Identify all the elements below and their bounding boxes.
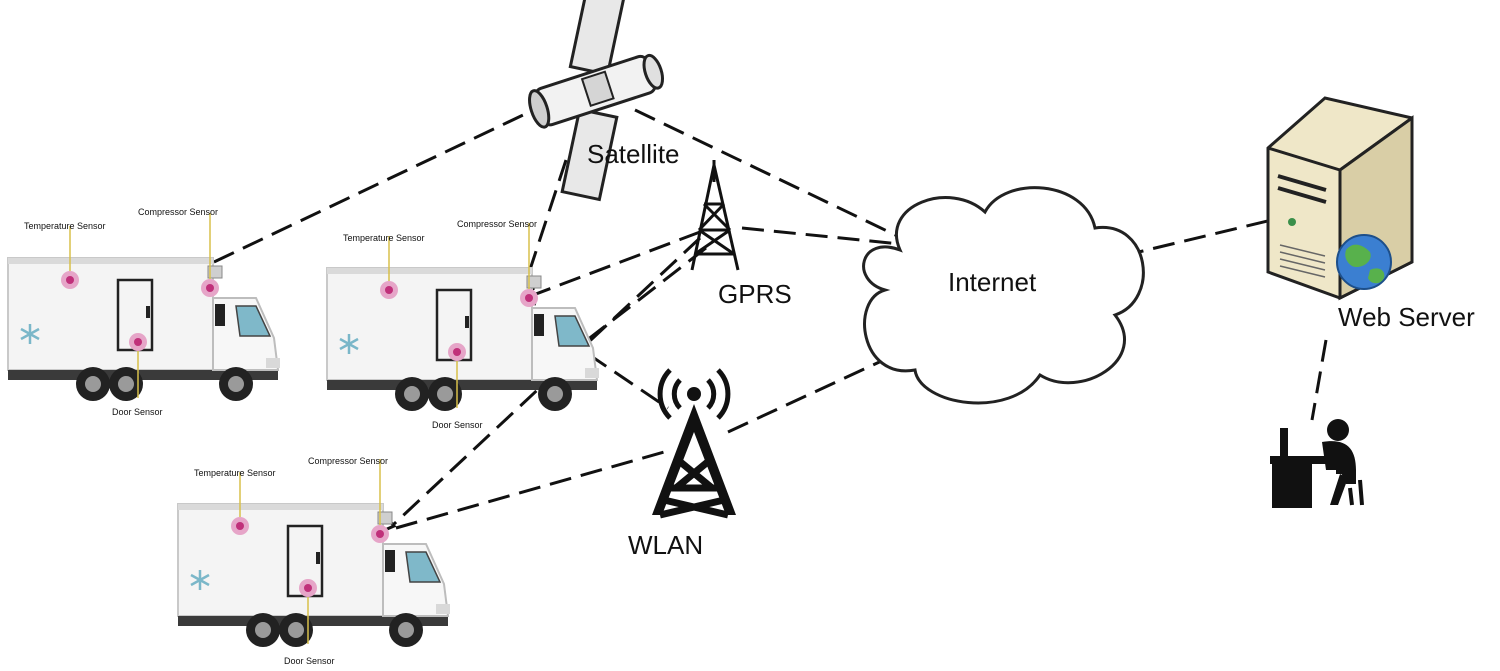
- door-sensor-label: Door Sensor: [284, 656, 335, 666]
- cell-tower-icon: [690, 160, 740, 271]
- compressor-sensor-label: Compressor Sensor: [138, 207, 218, 217]
- gprs-label: GPRS: [718, 279, 792, 309]
- satellite-label: Satellite: [587, 139, 680, 169]
- truck-1: Temperature Sensor Compressor Sensor Doo…: [6, 207, 282, 417]
- temperature-sensor-label: Temperature Sensor: [24, 221, 106, 231]
- link-satellite-truck2: [518, 159, 568, 301]
- temperature-sensor-label: Temperature Sensor: [343, 233, 425, 243]
- radio-tower-icon: [652, 368, 736, 519]
- link-satellite-internet: [634, 108, 911, 244]
- link-wlan-internet: [727, 356, 889, 434]
- link-gprs-internet: [741, 226, 921, 248]
- internet-label: Internet: [948, 267, 1037, 297]
- web-server-label: Web Server: [1338, 302, 1475, 332]
- cloud-icon: [862, 186, 1145, 405]
- temperature-sensor-label: Temperature Sensor: [194, 468, 276, 478]
- wlan-label: WLAN: [628, 530, 703, 560]
- link-truck1-satellite: [213, 104, 543, 264]
- truck-2: Temperature Sensor Compressor Sensor Doo…: [325, 219, 601, 430]
- link-wlan-truck2: [587, 352, 669, 410]
- truck-3: Temperature Sensor Compressor Sensor Doo…: [176, 456, 452, 666]
- server-globe-icon: [1266, 96, 1414, 301]
- compressor-sensor-label: Compressor Sensor: [457, 219, 537, 229]
- satellite-icon: [528, 0, 665, 202]
- compressor-sensor-label: Compressor Sensor: [308, 456, 388, 466]
- link-server-user: [1310, 339, 1328, 421]
- door-sensor-label: Door Sensor: [432, 420, 483, 430]
- link-wlan-truck3: [395, 450, 665, 530]
- person-at-computer-icon: [1270, 419, 1364, 508]
- link-gprs-truck2: [519, 230, 701, 302]
- door-sensor-label: Door Sensor: [112, 407, 163, 417]
